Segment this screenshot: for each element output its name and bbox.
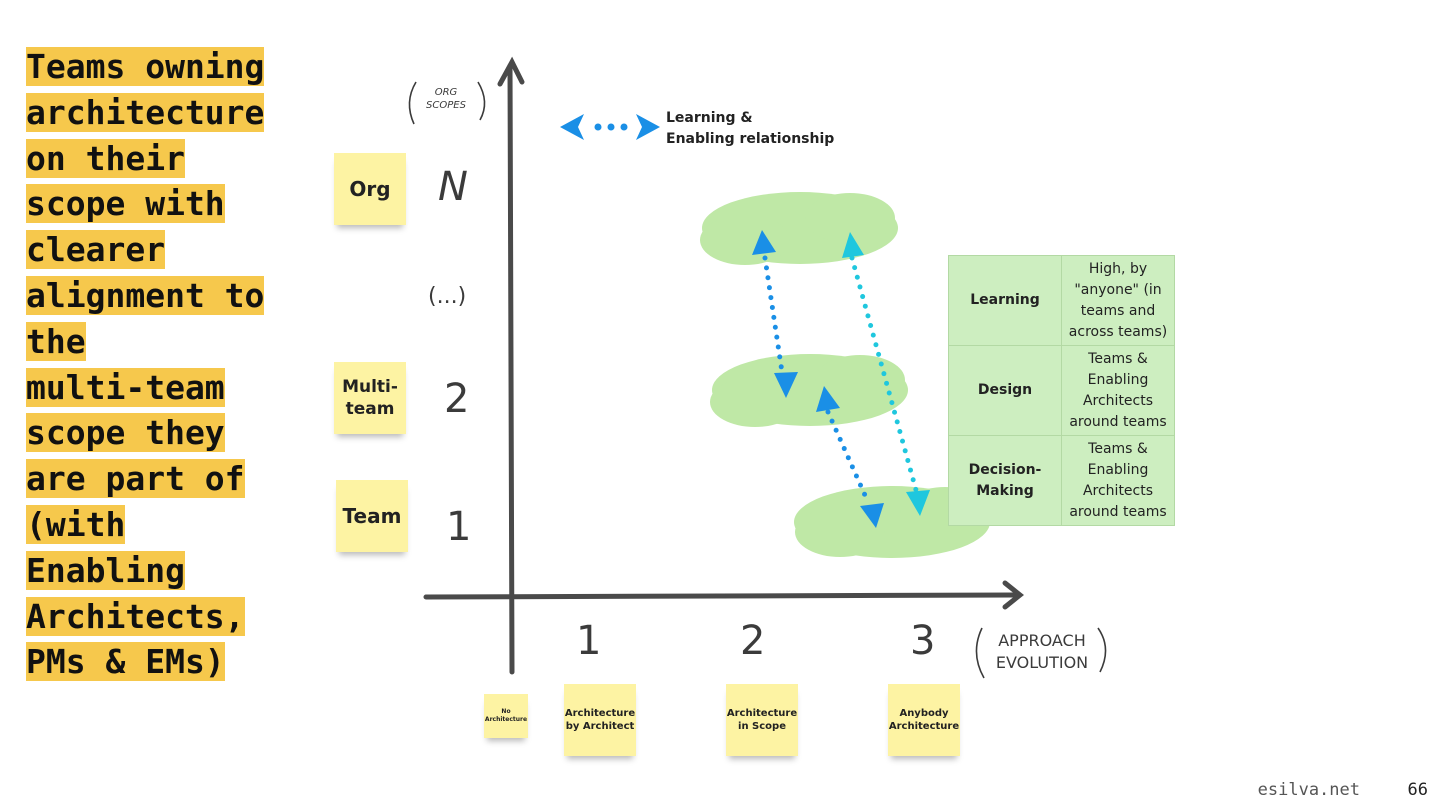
y-mark-n: N xyxy=(438,164,468,210)
title-line: PMs & EMs) xyxy=(26,642,225,682)
title-line: on their xyxy=(26,138,185,178)
page-number: 66 xyxy=(1407,780,1428,800)
title-line: multi-team xyxy=(26,367,225,407)
sticky-multi-team: Multi- team xyxy=(334,362,406,434)
attributes-table: Learning High, by "anyone" (in teams and… xyxy=(948,255,1175,526)
relationship-arrow-multiteam-team xyxy=(816,386,884,528)
legend-label-line: Enabling relationship xyxy=(666,131,835,147)
x-mark-2: 2 xyxy=(740,618,766,664)
sticky-team: Team xyxy=(336,480,408,552)
table-row: Decision-Making Teams & Enabling Archite… xyxy=(948,435,1175,526)
title-line: scope with xyxy=(26,184,225,224)
y-axis-caption-line: SCOPES xyxy=(426,100,466,111)
title-line: clearer xyxy=(26,230,166,270)
y-caption-brackets xyxy=(408,81,486,125)
y-mark-1: 1 xyxy=(446,504,472,550)
title-line: Enabling xyxy=(26,550,185,590)
scope-blob-org xyxy=(700,192,898,265)
title-line: (with xyxy=(26,504,126,544)
x-mark-1: 1 xyxy=(576,618,602,664)
title-line: alignment to xyxy=(26,275,265,315)
relationship-arrow-org-team-cyan xyxy=(842,232,930,516)
x-mark-3: 3 xyxy=(910,618,936,664)
x-axis xyxy=(423,580,1025,610)
y-mark-2: 2 xyxy=(444,376,470,422)
y-mark-ellipsis: (...) xyxy=(428,284,467,309)
x-axis-caption: APPROACH EVOLUTION xyxy=(988,630,1096,674)
scope-blob-multiteam xyxy=(710,354,908,427)
title-line: the xyxy=(26,321,86,361)
title-line: Teams owning xyxy=(26,47,265,86)
slide-title: Teams owning architecture on their scope… xyxy=(26,44,316,685)
title-line: are part of xyxy=(26,459,245,499)
y-axis xyxy=(497,56,525,675)
x-axis-caption-line: EVOLUTION xyxy=(995,653,1089,672)
x-caption-brackets xyxy=(975,627,1107,679)
sticky-org: Org xyxy=(334,153,406,225)
table-row: Design Teams & Enabling Architects aroun… xyxy=(948,345,1175,436)
y-axis-caption-line: ORG xyxy=(434,87,458,98)
title-line: scope they xyxy=(26,413,225,453)
relationship-arrow-org-multiteam-left xyxy=(752,230,798,398)
table-row: Learning High, by "anyone" (in teams and… xyxy=(948,255,1175,346)
title-line: architecture xyxy=(26,92,265,132)
table-value: Teams & Enabling Architects around teams xyxy=(1061,435,1175,526)
table-value: High, by "anyone" (in teams and across t… xyxy=(1061,255,1175,346)
x-axis-caption-line: APPROACH xyxy=(998,631,1086,650)
legend-label-line: Learning & xyxy=(666,110,753,126)
legend-arrow xyxy=(560,114,660,140)
title-line: Architects, xyxy=(26,596,245,636)
y-axis-caption: ORG SCOPES xyxy=(420,86,472,112)
sticky-anybody-architecture: Anybody Architecture xyxy=(888,684,960,756)
sticky-architecture-by-architect: Architecture by Architect xyxy=(564,684,636,756)
table-value: Teams & Enabling Architects around teams xyxy=(1061,345,1175,436)
sticky-no-architecture: No Architecture xyxy=(484,694,528,738)
table-key: Decision-Making xyxy=(948,435,1062,526)
table-key: Design xyxy=(948,345,1062,436)
sticky-architecture-in-scope: Architecture in Scope xyxy=(726,684,798,756)
table-key: Learning xyxy=(948,255,1062,346)
legend-label: Learning & Enabling relationship xyxy=(666,108,834,150)
footer-site: esilva.net xyxy=(1257,780,1360,800)
